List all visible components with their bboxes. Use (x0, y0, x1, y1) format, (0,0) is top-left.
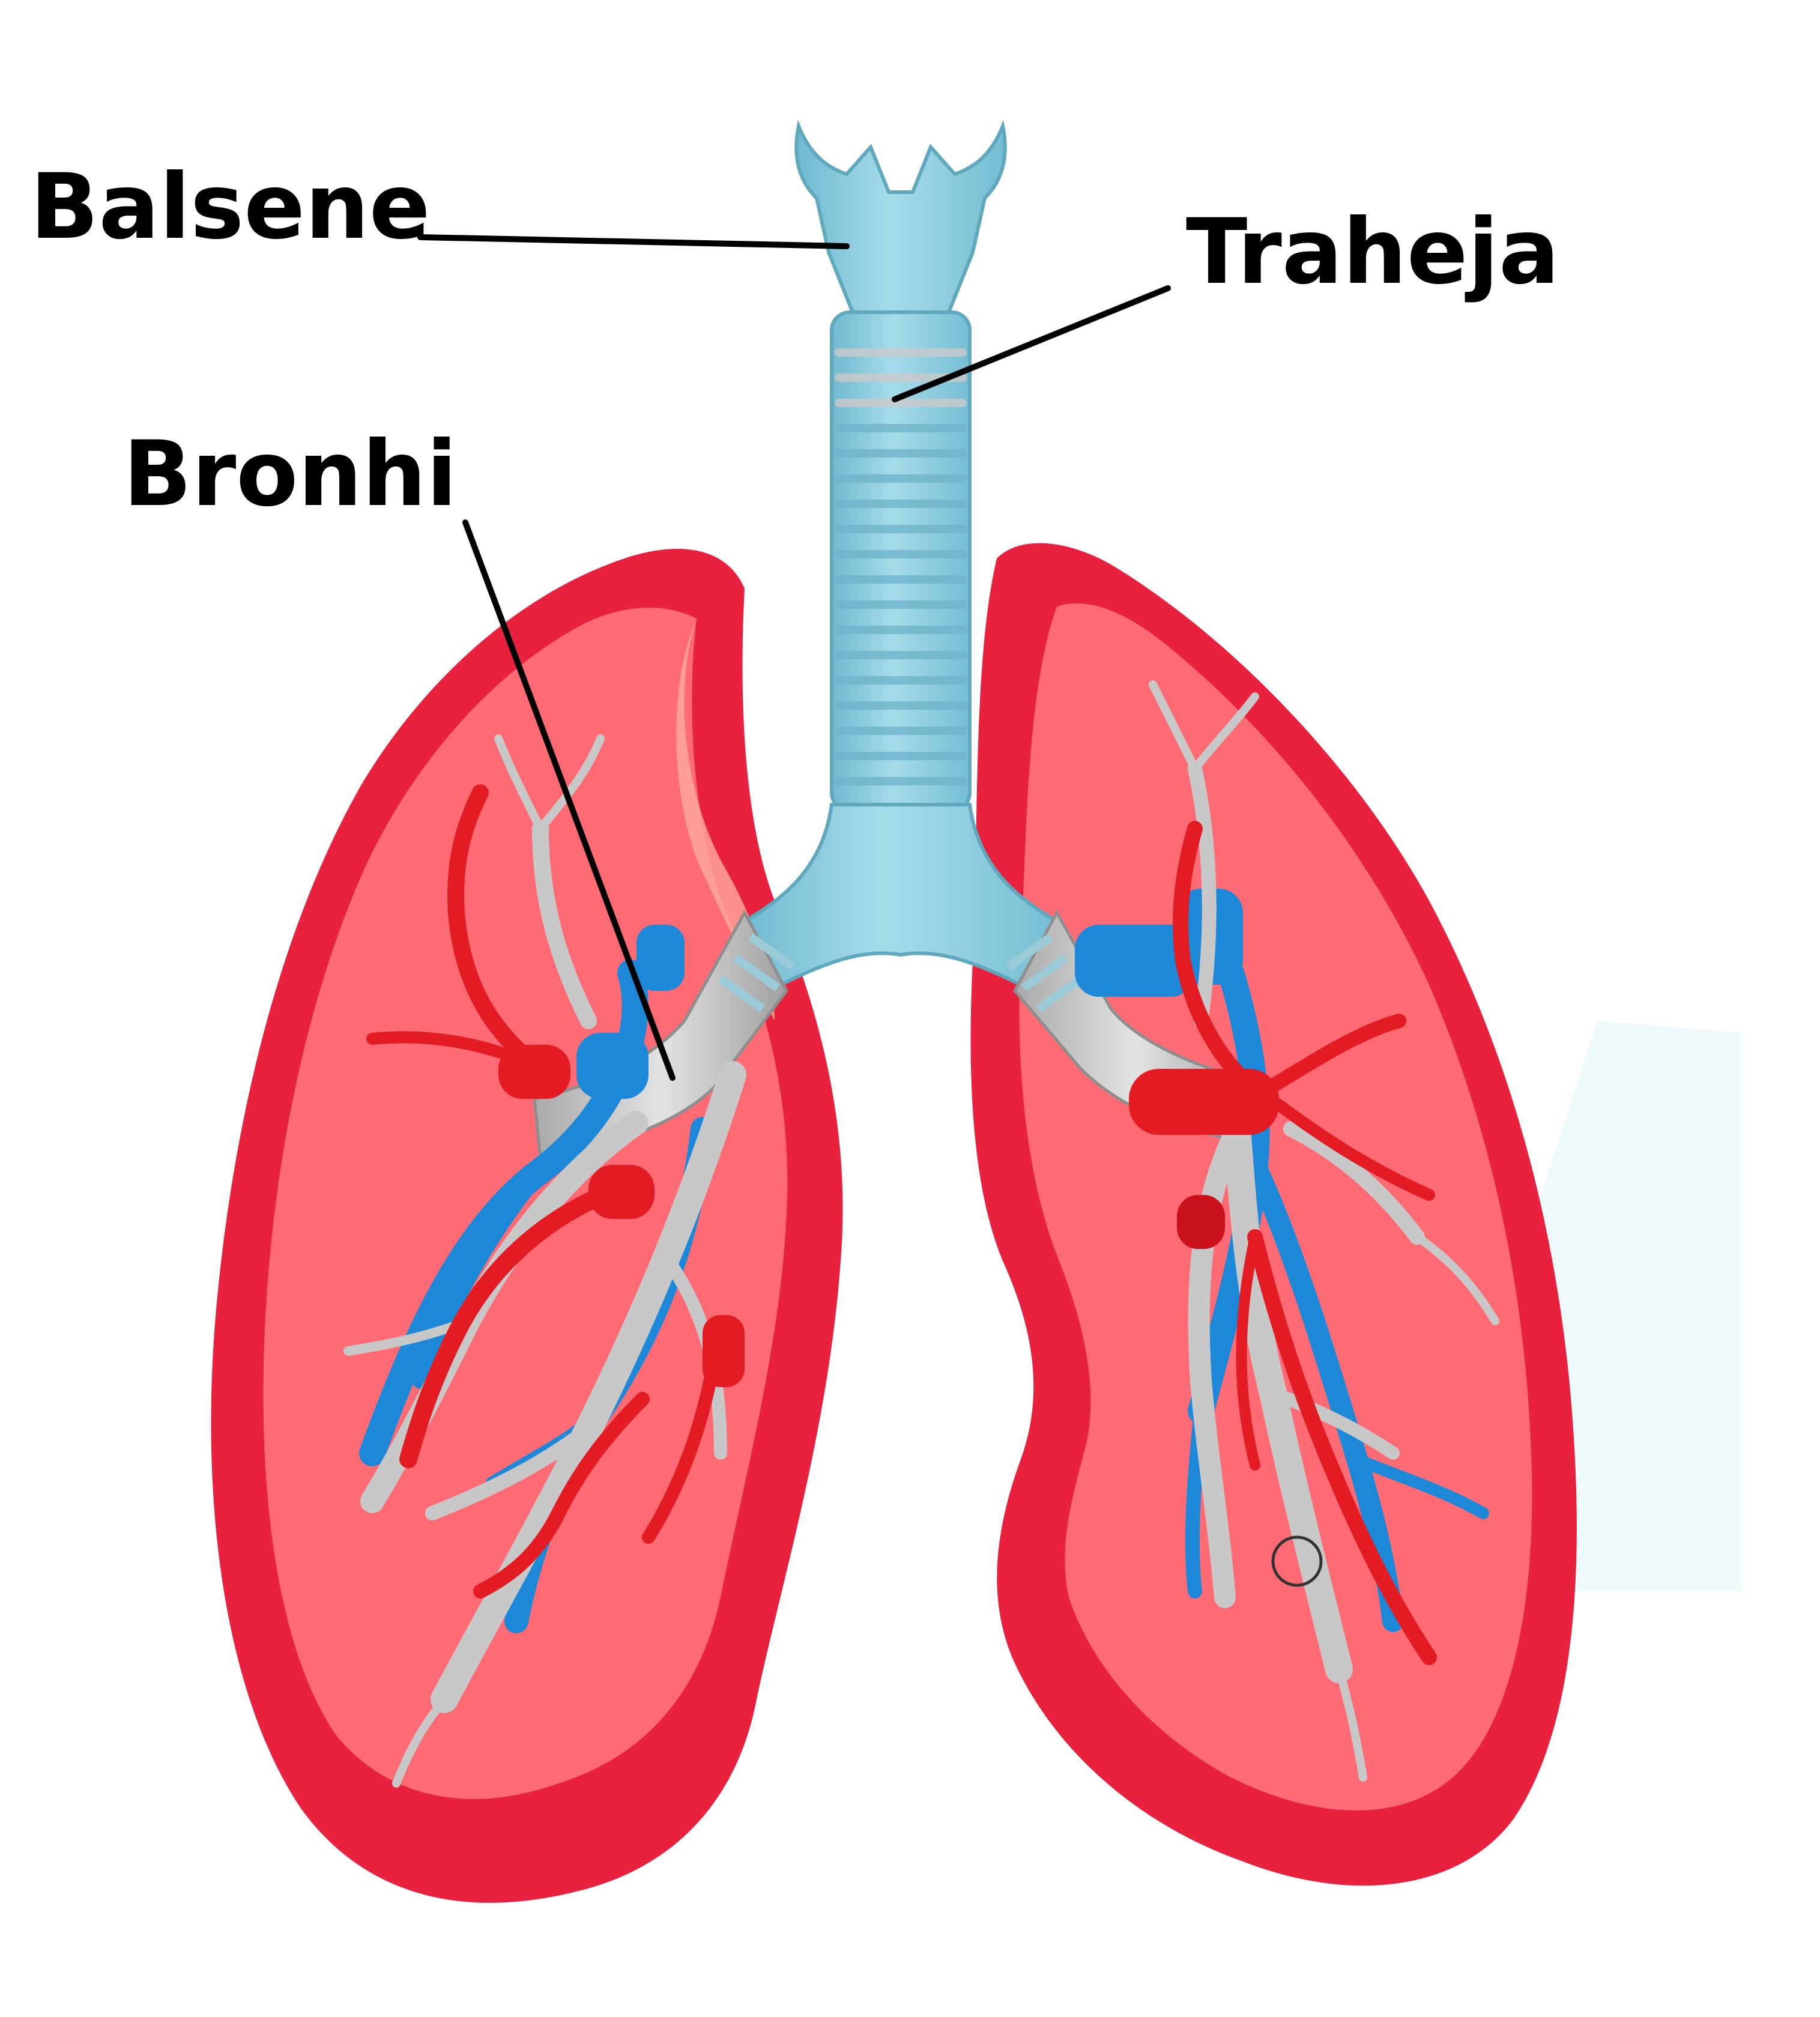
trachea-ring (835, 525, 967, 533)
artery-stubs (498, 1045, 1279, 1387)
trachea-ring (835, 651, 967, 659)
trachea-ring (835, 626, 967, 634)
trachea-ring (835, 600, 967, 609)
pulmonary-arteries (366, 784, 1437, 1665)
label-bronhi: Bronhi (123, 422, 458, 527)
larynx (794, 119, 1007, 314)
trachea (736, 119, 1066, 987)
trachea-ring (835, 424, 967, 432)
trachea-ring (835, 500, 967, 508)
trachea-ring (835, 676, 967, 685)
leader-lines (417, 234, 1171, 1081)
trachea-ring (835, 752, 967, 760)
trachea-ring (835, 575, 967, 584)
trachea-ring (835, 777, 967, 785)
balsene-leader-line (417, 234, 850, 249)
bronhi-leader-line (462, 519, 676, 1081)
label-balsene: Balsene (30, 155, 431, 259)
trachea-ring (835, 373, 967, 382)
vein-stubs (576, 889, 1243, 1099)
trachea-ring (835, 474, 967, 483)
circle-marker (1271, 1535, 1323, 1587)
trachea-ring (835, 727, 967, 735)
label-traheja: Traheja (1186, 200, 1560, 304)
trachea-ring (835, 701, 967, 710)
trachea-ring (835, 348, 967, 357)
trachea-ring (835, 399, 967, 407)
trachea-ring (835, 449, 967, 458)
traheja-leader-line (892, 285, 1171, 402)
trachea-ring (835, 550, 967, 558)
trachea-rings (835, 348, 967, 785)
